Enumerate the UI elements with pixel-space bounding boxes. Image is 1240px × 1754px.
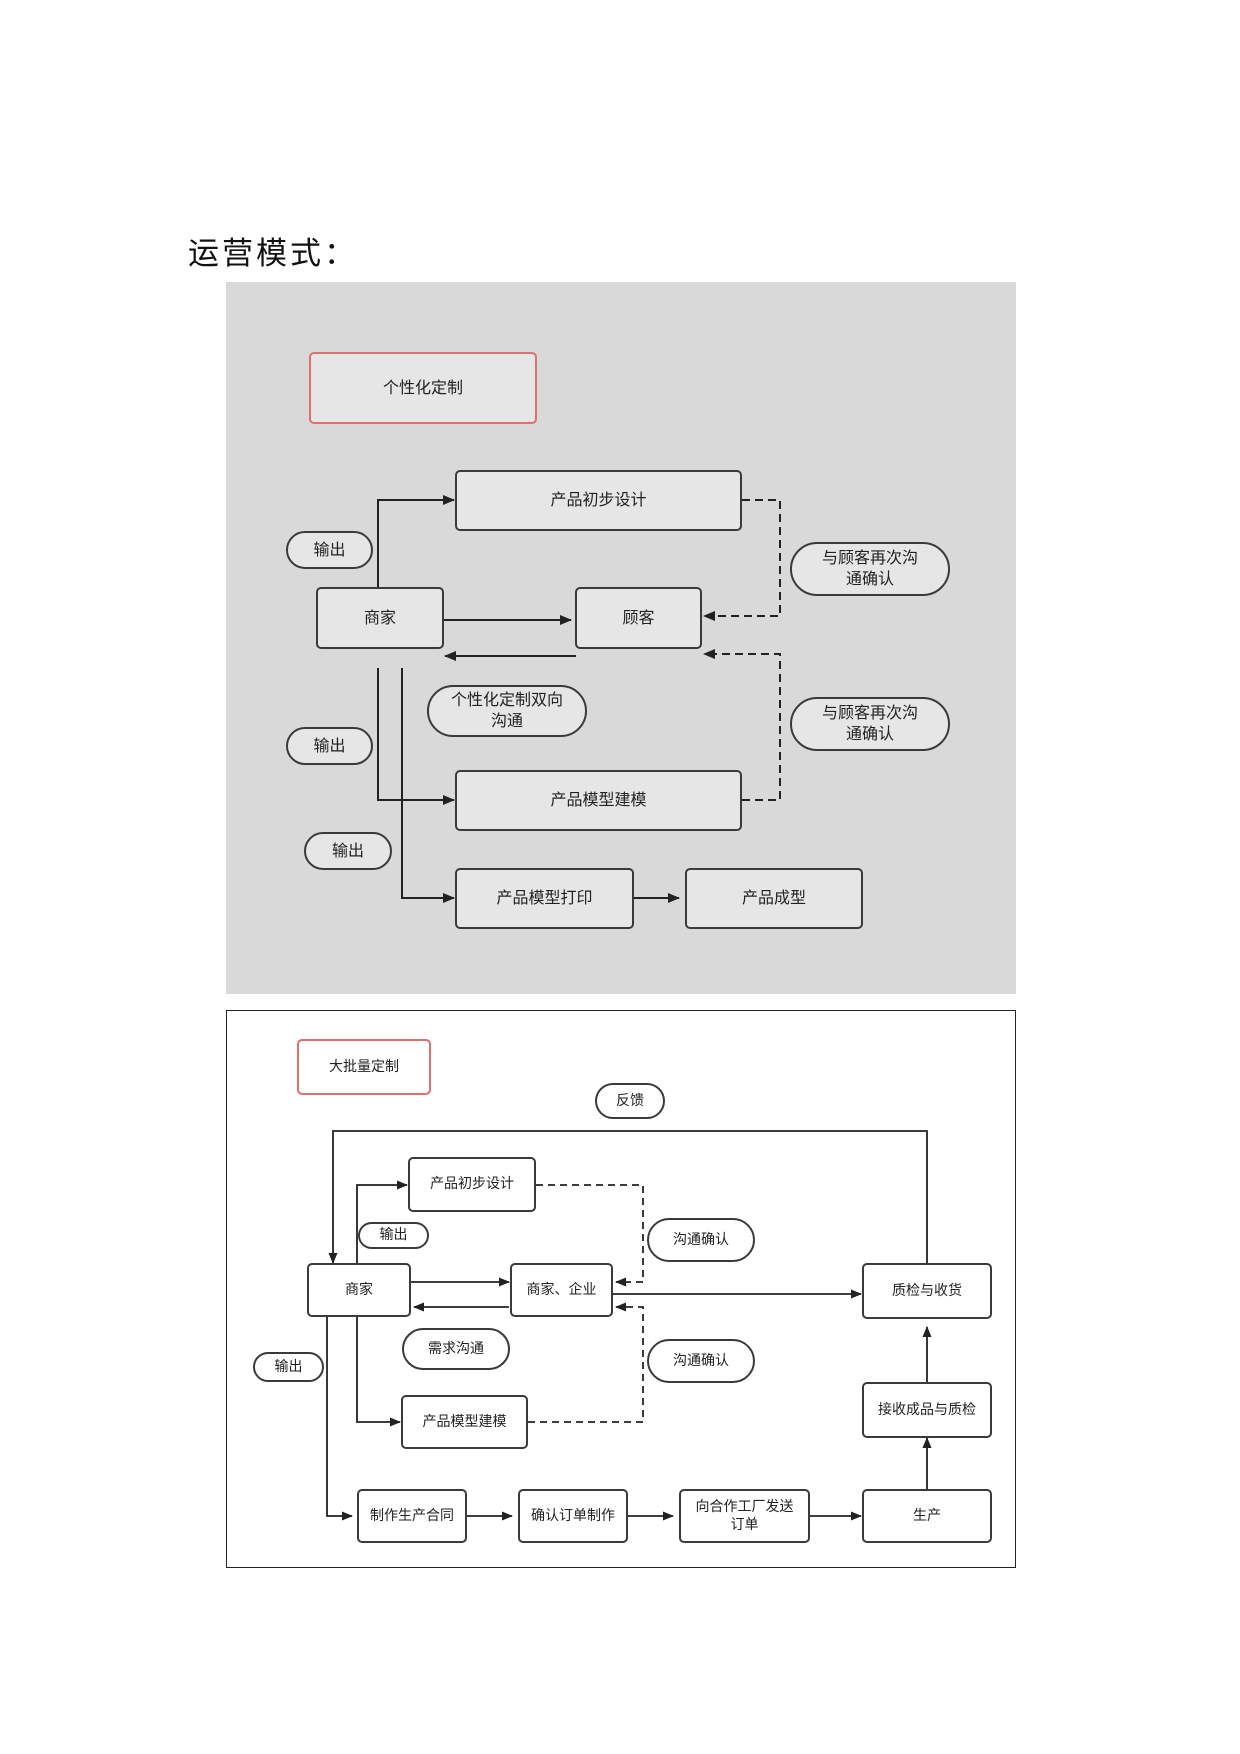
label-feedback: 反馈 xyxy=(595,1083,665,1119)
edge-merchant-modeling xyxy=(356,1317,401,1427)
label-demand-communication: 需求沟通 xyxy=(402,1328,510,1370)
label-output-2: 输出 xyxy=(286,727,373,765)
label-confirm-1: 沟通确认 xyxy=(647,1218,755,1262)
label-two-way-communication: 个性化定制双向沟通 xyxy=(427,685,587,737)
edge-design-enterprise-dashed xyxy=(536,1184,644,1287)
node-product-formed: 产品成型 xyxy=(685,868,863,929)
node-send-order-factory: 向合作工厂发送订单 xyxy=(679,1489,810,1543)
node-merchant: 商家 xyxy=(316,587,444,649)
label-confirm-2: 沟通确认 xyxy=(647,1339,755,1383)
node-customer: 顾客 xyxy=(575,587,702,649)
edge-merchant-design xyxy=(377,495,455,604)
label-output-1: 输出 xyxy=(358,1222,429,1249)
personalized-diagram: 个性化定制 产品初步设计 商家 顾客 产品模型建模 产品模型打印 产品成型 输出… xyxy=(226,282,1016,994)
edge-design-customer-dashed xyxy=(703,499,781,621)
node-production: 生产 xyxy=(862,1489,992,1543)
node-receive-inspect: 接收成品与质检 xyxy=(862,1382,992,1438)
node-product-modeling: 产品模型建模 xyxy=(455,770,742,831)
node-merchant-enterprise: 商家、企业 xyxy=(510,1263,613,1317)
diagram2-connectors xyxy=(326,1130,932,1521)
label-confirm-customer-2: 与顾客再次沟通确认 xyxy=(790,697,950,751)
diagram2-title: 大批量定制 xyxy=(297,1039,431,1095)
node-product-printing: 产品模型打印 xyxy=(455,868,634,929)
edge-merchant-modeling xyxy=(377,668,455,805)
mass-customization-diagram: 大批量定制 产品初步设计 商家 商家、企业 产品模型建模 制作生产合同 确认订单… xyxy=(226,1010,1016,1568)
node-product-initial-design: 产品初步设计 xyxy=(455,470,742,531)
page-heading: 运营模式： xyxy=(188,236,358,272)
node-product-modeling: 产品模型建模 xyxy=(401,1395,528,1449)
label-output-2: 输出 xyxy=(253,1352,324,1382)
edge-modeling-enterprise-dashed xyxy=(528,1302,644,1423)
node-product-initial-design: 产品初步设计 xyxy=(408,1157,536,1212)
node-qc-receive: 质检与收货 xyxy=(862,1263,992,1319)
diagram1-connectors xyxy=(377,495,781,903)
edge-feedback-loop xyxy=(328,1130,928,1264)
node-merchant: 商家 xyxy=(307,1263,411,1317)
edge-modeling-customer-dashed xyxy=(703,649,781,801)
node-make-contract: 制作生产合同 xyxy=(357,1489,467,1543)
label-output-3: 输出 xyxy=(304,832,392,870)
edge-merchant-design xyxy=(356,1180,408,1273)
edge-merchant-print xyxy=(401,668,455,903)
label-confirm-customer-1: 与顾客再次沟通确认 xyxy=(790,542,950,596)
diagram1-title: 个性化定制 xyxy=(309,352,537,424)
node-confirm-order: 确认订单制作 xyxy=(518,1489,628,1543)
label-output-1: 输出 xyxy=(286,531,373,569)
edge-merchant-contract xyxy=(326,1317,353,1521)
